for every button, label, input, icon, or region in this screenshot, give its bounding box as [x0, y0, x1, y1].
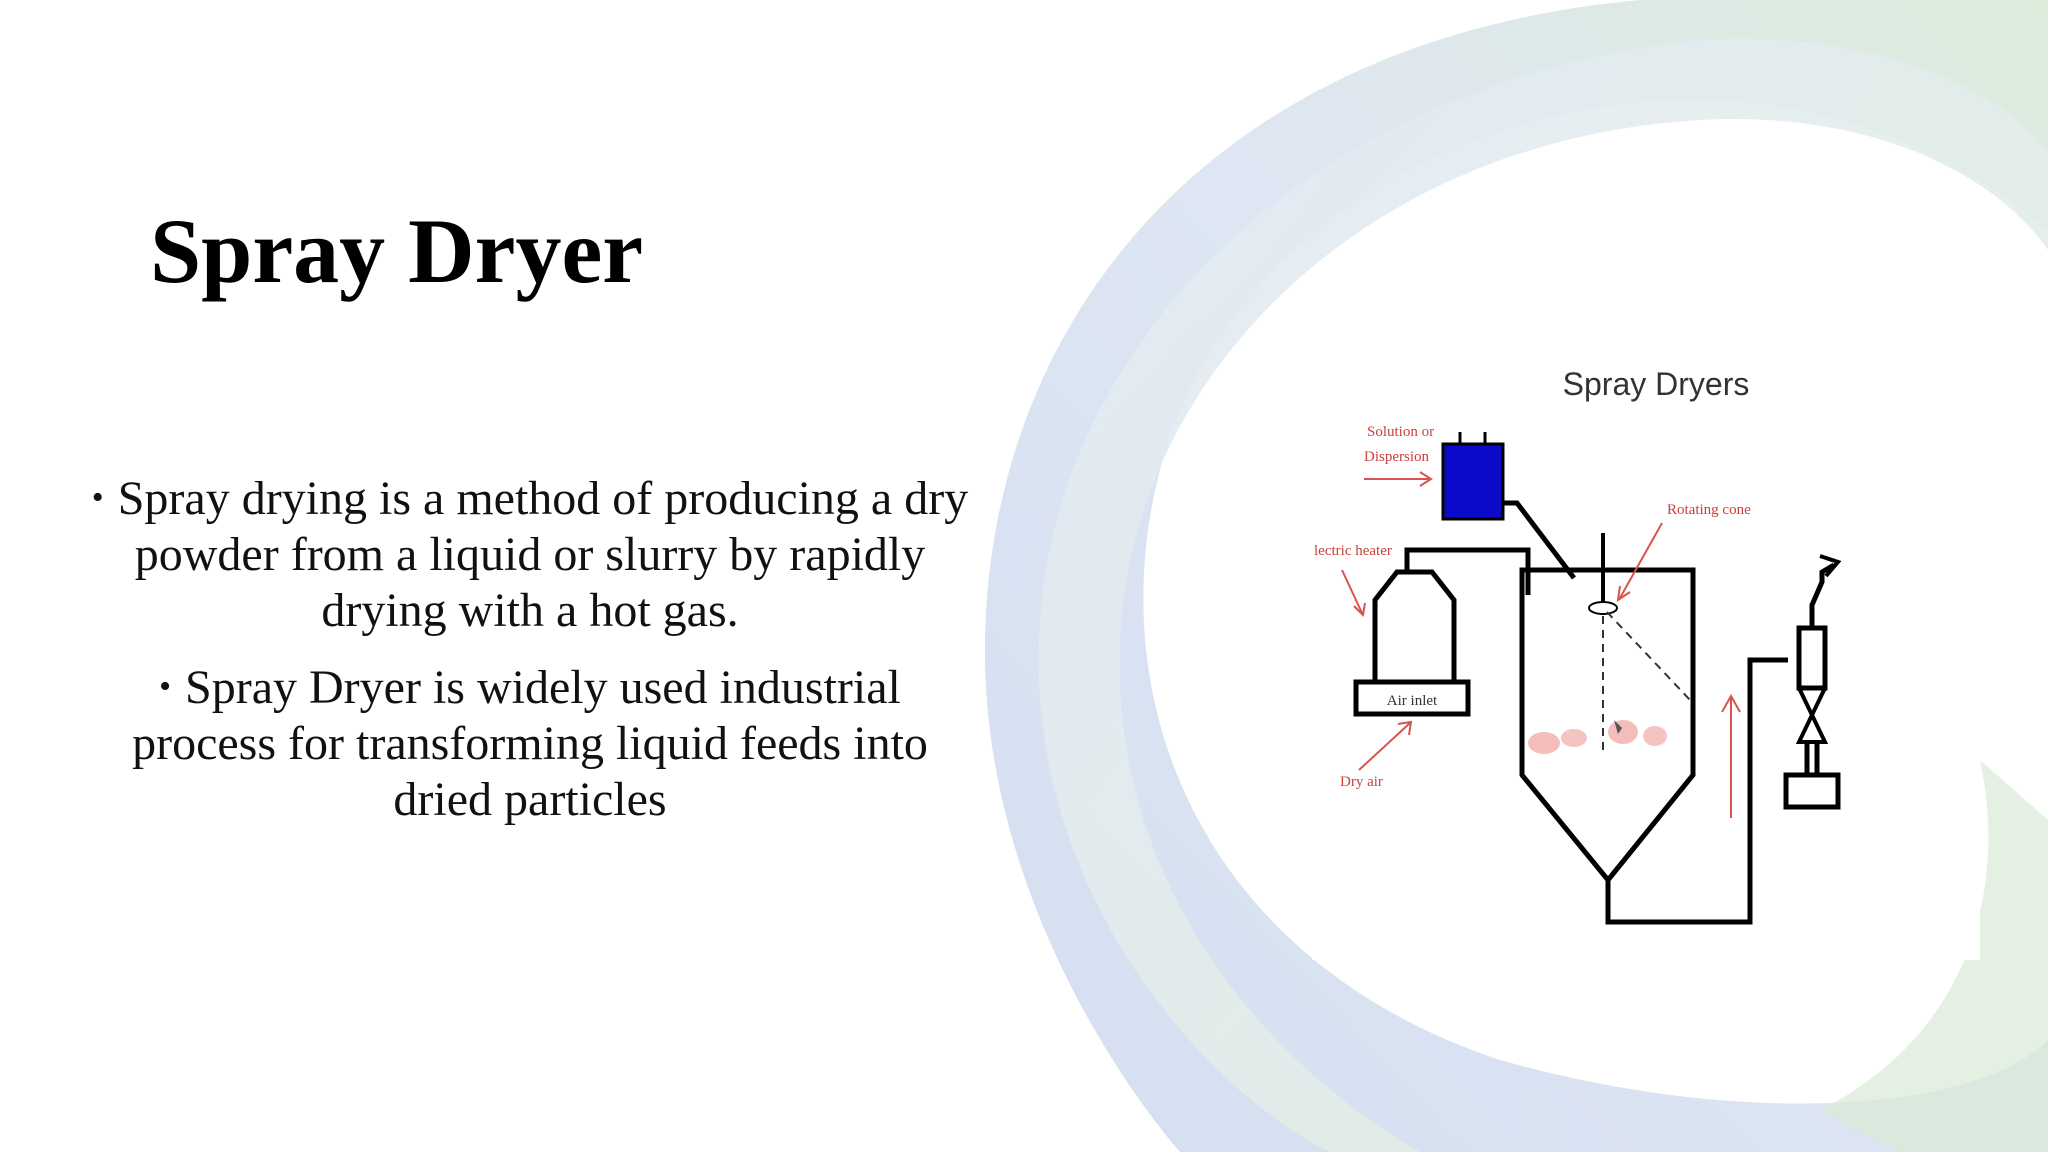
outlet-duct: [1605, 657, 1788, 925]
spray-cone-line: [1606, 611, 1691, 701]
solution-label-line1: Solution or: [1367, 424, 1434, 440]
rotating-cone-arrow-icon: [1616, 585, 1631, 603]
bullet-item: • Spray drying is a method of producing a…: [90, 470, 970, 639]
cursor-icon: [1614, 720, 1622, 734]
dry-air-arrow-line: [1358, 722, 1411, 771]
bullet-dot-icon: •: [159, 668, 172, 705]
feed-tank: [1441, 442, 1505, 521]
dry-air-arrow-icon: [1397, 720, 1413, 736]
spray-particle: [1608, 720, 1638, 744]
cyclone-leg: [1804, 742, 1820, 775]
rotating-cone-label: Rotating cone: [1667, 502, 1751, 518]
hot-air-duct: [1404, 547, 1531, 595]
feed-line: [1503, 500, 1576, 580]
feed-tank-nozzle: [1458, 432, 1487, 444]
airflow-arrow-icon: [1721, 693, 1741, 713]
heater-arrow-line: [1341, 569, 1363, 614]
bullet-text: Spray Dryer is widely used industrial pr…: [132, 661, 928, 826]
diagram-background: [1312, 360, 1980, 960]
powder-collector: [1783, 772, 1841, 810]
electric-heater-label: lectric heater: [1314, 543, 1392, 559]
bullet-list: • Spray drying is a method of producing a…: [90, 470, 970, 848]
inner-ring: [1038, 38, 2048, 1152]
air-inlet-box: [1353, 679, 1471, 717]
spray-particle: [1643, 726, 1667, 746]
dry-air-label: Dry air: [1340, 774, 1383, 790]
exhaust-pipe: [1809, 562, 1836, 628]
solution-arrow-icon: [1419, 471, 1433, 487]
solution-label-line2: Dispersion: [1364, 449, 1429, 465]
spray-particle: [1528, 732, 1560, 754]
spray-dryer-diagram: Spray Dryers Air inlet Soluti: [1312, 360, 1980, 960]
bullet-item: •Spray Dryer is widely used industrial p…: [90, 659, 970, 828]
cyclone-body: [1796, 625, 1828, 691]
exhaust-arrow-icon: [1819, 554, 1842, 578]
heater-arrow-icon: [1353, 602, 1366, 618]
cyclone-neck: [1795, 687, 1829, 744]
diagram-title: Spray Dryers: [1563, 366, 1750, 402]
bullet-dot-icon: •: [91, 479, 104, 516]
spray-particle: [1561, 729, 1587, 747]
bullet-text: Spray drying is a method of producing a …: [117, 472, 969, 637]
rotating-cone: [1588, 601, 1618, 615]
rotating-cone-arrow-line: [1619, 522, 1663, 599]
electric-heater: [1372, 569, 1457, 682]
ring-accent-green: [1820, 760, 2048, 1152]
slide-title: Spray Dryer: [150, 200, 644, 302]
air-inlet-label: Air inlet: [1387, 693, 1438, 709]
